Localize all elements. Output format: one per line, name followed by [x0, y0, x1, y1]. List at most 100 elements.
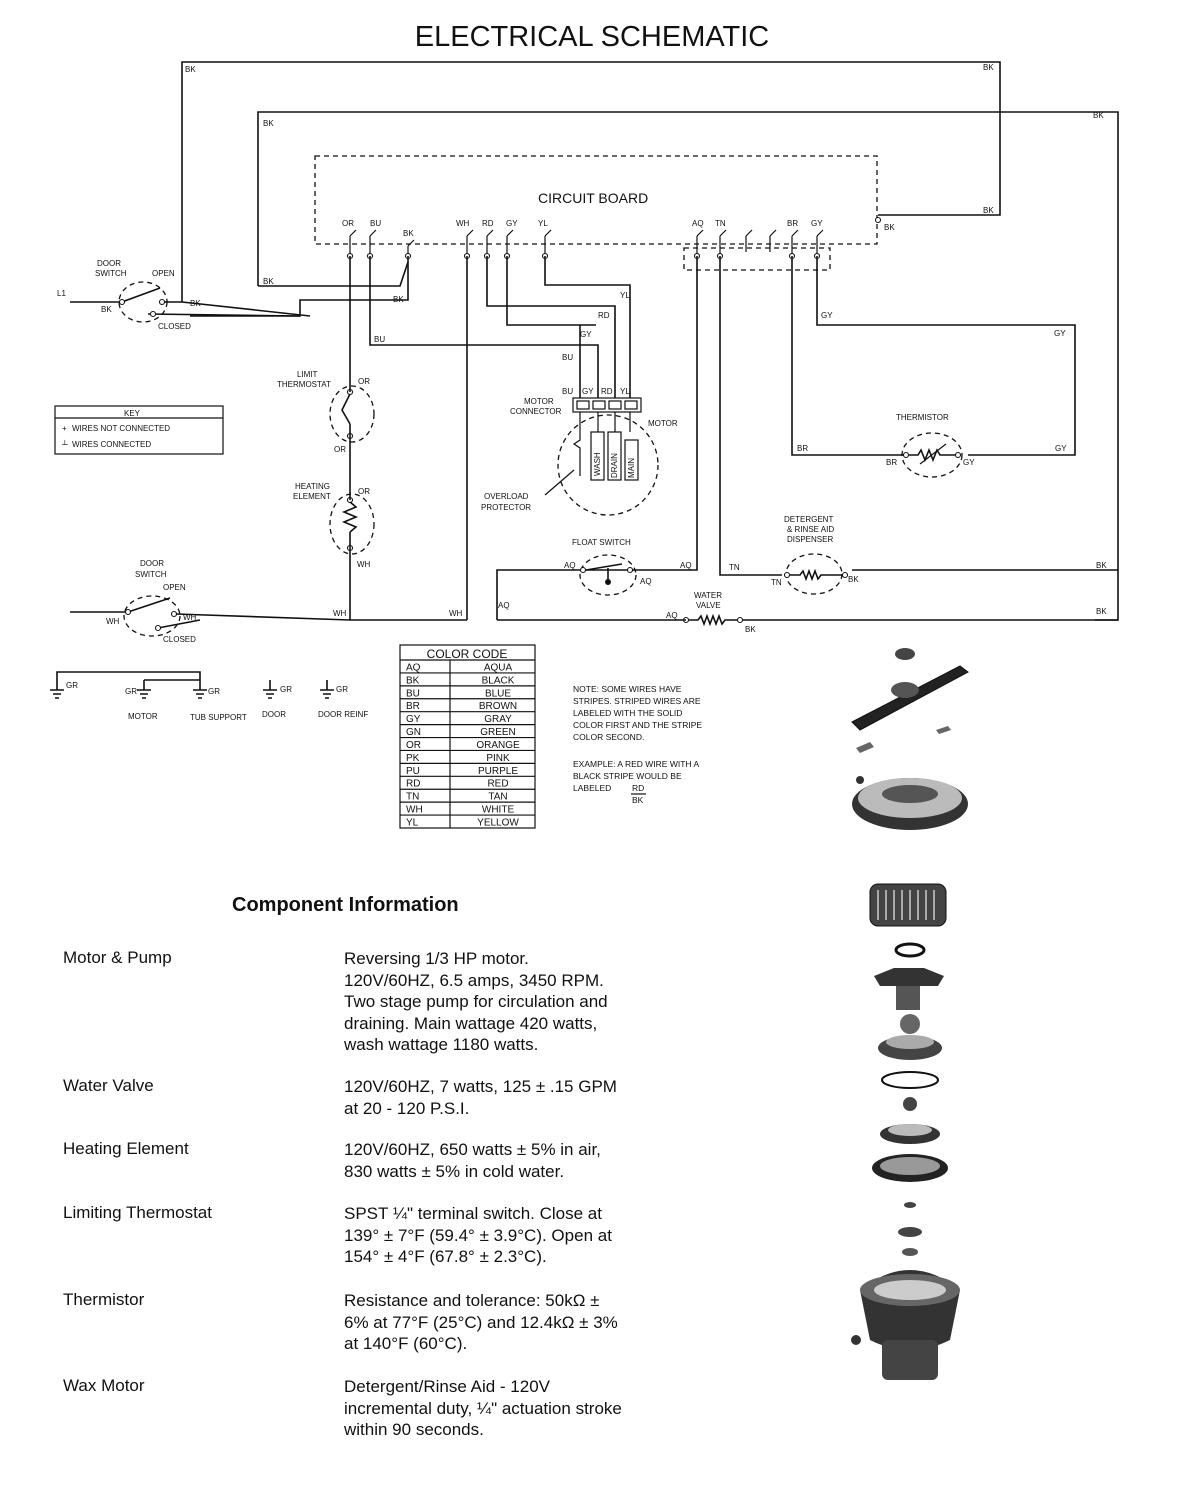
- door-switch-bottom: DOOR SWITCH OPEN CLOSED WH WH WH: [70, 559, 467, 644]
- detergent-label: & RINSE AID: [787, 525, 834, 534]
- overload-label: PROTECTOR: [481, 503, 531, 512]
- mid-wiring: YL RD GY WH: [449, 256, 631, 620]
- wire-label: BK: [745, 625, 756, 634]
- water-valve-label: VALVE: [696, 601, 721, 610]
- stripe-note: NOTE: SOME WIRES HAVE STRIPES. STRIPED W…: [573, 684, 702, 805]
- color-code-abbr: RD: [406, 779, 420, 790]
- component-name: Motor & Pump: [63, 948, 172, 967]
- component-name: Limiting Thermostat: [63, 1203, 212, 1222]
- heating-element-label: ELEMENT: [293, 492, 331, 501]
- l1-label: L1: [57, 289, 66, 298]
- circuit-board: CIRCUIT BOARD OR BU BK WH RD GY YL AQ TN…: [314, 155, 882, 271]
- wire-label: AQ: [564, 561, 576, 570]
- component-desc: Detergent/Rinse Aid - 120V incremental d…: [344, 1377, 622, 1439]
- color-code-name: AQUA: [484, 662, 513, 673]
- component-name: Wax Motor: [63, 1376, 145, 1395]
- wire-label: AQ: [498, 601, 510, 610]
- example-fraction-top: RD: [632, 783, 644, 793]
- float-switch-label: FLOAT SWITCH: [572, 538, 631, 547]
- color-code-abbr: GY: [406, 714, 421, 725]
- component-desc: 120V/60HZ, 650 watts ± 5% in air, 830 wa…: [344, 1140, 601, 1181]
- ground-connections: GR GR GR GR GR MOTOR TUB SUPPORT DOOR DO…: [50, 671, 368, 722]
- limit-thermostat-label: THERMOSTAT: [277, 380, 331, 389]
- heating-element-label: HEATING: [295, 482, 330, 491]
- wire-label: BR: [886, 458, 897, 467]
- component-name: Water Valve: [63, 1076, 154, 1095]
- color-code-abbr: BR: [406, 701, 420, 712]
- board-pin-label: BU: [370, 219, 381, 228]
- board-pin-label: BK: [403, 229, 414, 238]
- wire-label: BK: [983, 206, 994, 215]
- detergent-label: DETERGENT: [784, 515, 833, 524]
- key-connected-symbol: ┴: [61, 439, 68, 449]
- ground-wire-label: GR: [336, 685, 348, 694]
- detergent-dispenser: DETERGENT & RINSE AID DISPENSER TN BK: [771, 515, 859, 595]
- color-code-name: BROWN: [479, 701, 517, 712]
- example-line: EXAMPLE: A RED WIRE WITH A: [573, 759, 699, 769]
- wire-label: WH: [106, 617, 120, 626]
- motor-connector-label: MOTOR: [524, 397, 554, 406]
- closed-label: CLOSED: [163, 635, 196, 644]
- board-pin-label: TN: [715, 219, 726, 228]
- ground-label: MOTOR: [128, 712, 158, 721]
- color-code-abbr: OR: [406, 740, 421, 751]
- motor-pin-label: GY: [582, 387, 594, 396]
- thermistor: THERMISTOR BR GY: [886, 413, 975, 478]
- water-valve: WATER VALVE AQ BK: [497, 591, 756, 634]
- motor: MOTOR CONNECTOR BU GY RD YL MOTOR WASH D…: [481, 387, 678, 516]
- wire-label: GY: [821, 311, 833, 320]
- water-valve-label: WATER: [694, 591, 722, 600]
- wire-label: YL: [620, 291, 630, 300]
- wire-label: BU: [374, 335, 385, 344]
- wire-label: OR: [358, 377, 370, 386]
- door-switch-label: SWITCH: [135, 570, 167, 579]
- color-code-abbr: BK: [406, 675, 420, 686]
- color-code-name: PURPLE: [478, 766, 518, 777]
- thermistor-label: THERMISTOR: [896, 413, 949, 422]
- wire-label: WH: [449, 609, 463, 618]
- note-line: COLOR FIRST AND THE STRIPE: [573, 720, 702, 730]
- closed-label: CLOSED: [158, 322, 191, 331]
- open-label: OPEN: [163, 583, 186, 592]
- board-pin-label: GY: [811, 219, 823, 228]
- color-code-name: ORANGE: [476, 740, 520, 751]
- key-not-connected-label: WIRES NOT CONNECTED: [72, 424, 170, 433]
- color-code-name: BLACK: [482, 675, 515, 686]
- wire-label: BK: [263, 277, 274, 286]
- left-wiring: BK BU BU: [190, 256, 599, 398]
- electrical-schematic: ELECTRICAL SCHEMATIC BK BK BK BK BK BK B…: [50, 21, 1119, 830]
- color-code-abbr: BU: [406, 688, 420, 699]
- wire-label: AQ: [680, 561, 692, 570]
- motor-winding-label: WASH: [593, 452, 602, 476]
- color-code-name: GREEN: [480, 727, 516, 738]
- ground-wire-label: GR: [66, 681, 78, 690]
- wire-label: BK: [983, 63, 994, 72]
- note-line: NOTE: SOME WIRES HAVE: [573, 684, 682, 694]
- limit-thermostat: LIMIT THERMOSTAT OR OR: [277, 370, 375, 485]
- component-desc: Resistance and tolerance: 50kΩ ± 6% at 7…: [344, 1291, 618, 1353]
- key-title: KEY: [124, 409, 141, 418]
- board-pin-label: OR: [342, 219, 354, 228]
- color-code-abbr: WH: [406, 805, 423, 816]
- board-pin-label: GY: [506, 219, 518, 228]
- wire-label: BK: [101, 305, 112, 314]
- color-code-abbr: PK: [406, 753, 420, 764]
- ground-wire-label: GR: [125, 687, 137, 696]
- float-switch: FLOAT SWITCH AQ AQ: [564, 538, 652, 596]
- wire-label: BU: [562, 353, 573, 362]
- wire-label: RD: [598, 311, 610, 320]
- color-code-abbr: AQ: [406, 662, 421, 673]
- color-code-name: RED: [487, 779, 508, 790]
- wire-label: BK: [393, 295, 404, 304]
- wire-label: TN: [771, 578, 782, 587]
- door-switch-top: DOOR SWITCH OPEN CLOSED L1 BK BK: [57, 259, 311, 331]
- wire-label: BK: [884, 223, 895, 232]
- door-switch-label: DOOR: [97, 259, 121, 268]
- limit-thermostat-label: LIMIT: [297, 370, 318, 379]
- wire-label: GY: [1054, 329, 1066, 338]
- ground-wire-label: GR: [280, 685, 292, 694]
- motor-label: MOTOR: [648, 419, 678, 428]
- wire-label: GY: [1055, 444, 1067, 453]
- pump-parts-illustration: [851, 883, 960, 1380]
